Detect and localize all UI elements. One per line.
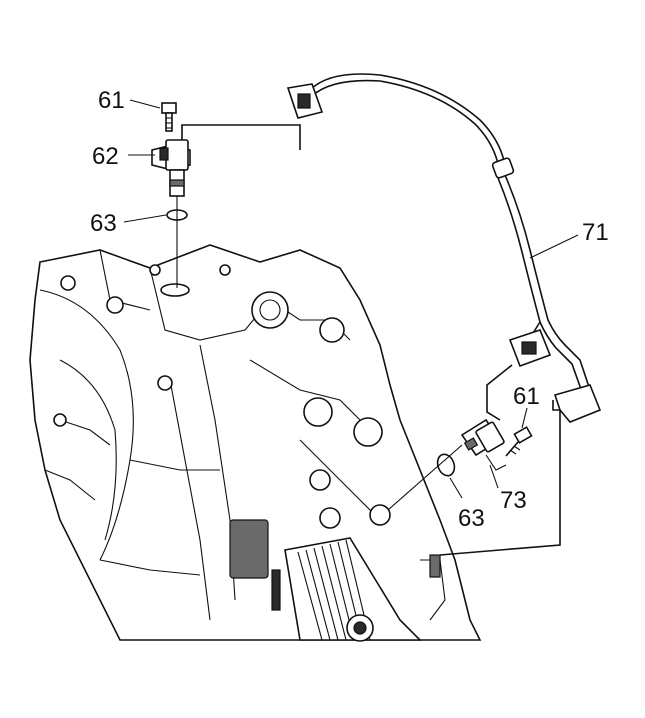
label-61-top-leader bbox=[129, 99, 161, 109]
label-63-top-leader bbox=[123, 214, 167, 223]
callout-63-top: 63 bbox=[90, 210, 117, 237]
label-73-leader bbox=[489, 464, 499, 489]
right-sensor-connector-line bbox=[486, 364, 513, 421]
transmission-case bbox=[29, 244, 482, 642]
right-o-ring-seal bbox=[436, 453, 456, 477]
top-sensor-bolt bbox=[161, 102, 177, 132]
callout-61-right: 61 bbox=[513, 383, 540, 410]
label-61-right-leader bbox=[521, 407, 528, 429]
label-63-right-leader bbox=[449, 477, 463, 499]
top-speed-sensor bbox=[151, 139, 191, 197]
callout-71: 71 bbox=[582, 219, 609, 246]
callout-61-top: 61 bbox=[98, 87, 125, 114]
callout-62: 62 bbox=[92, 143, 119, 170]
label-71-leader bbox=[529, 234, 579, 259]
callout-63-right: 63 bbox=[458, 505, 485, 532]
right-connector-frame-line bbox=[439, 400, 561, 556]
right-sensor-axis-line bbox=[387, 444, 463, 511]
wiring-harness bbox=[286, 73, 602, 423]
top-sensor-connector-line bbox=[181, 124, 301, 150]
right-sensor-bolt bbox=[505, 426, 533, 457]
right-speed-sensor bbox=[460, 418, 507, 471]
callout-73: 73 bbox=[500, 487, 527, 514]
